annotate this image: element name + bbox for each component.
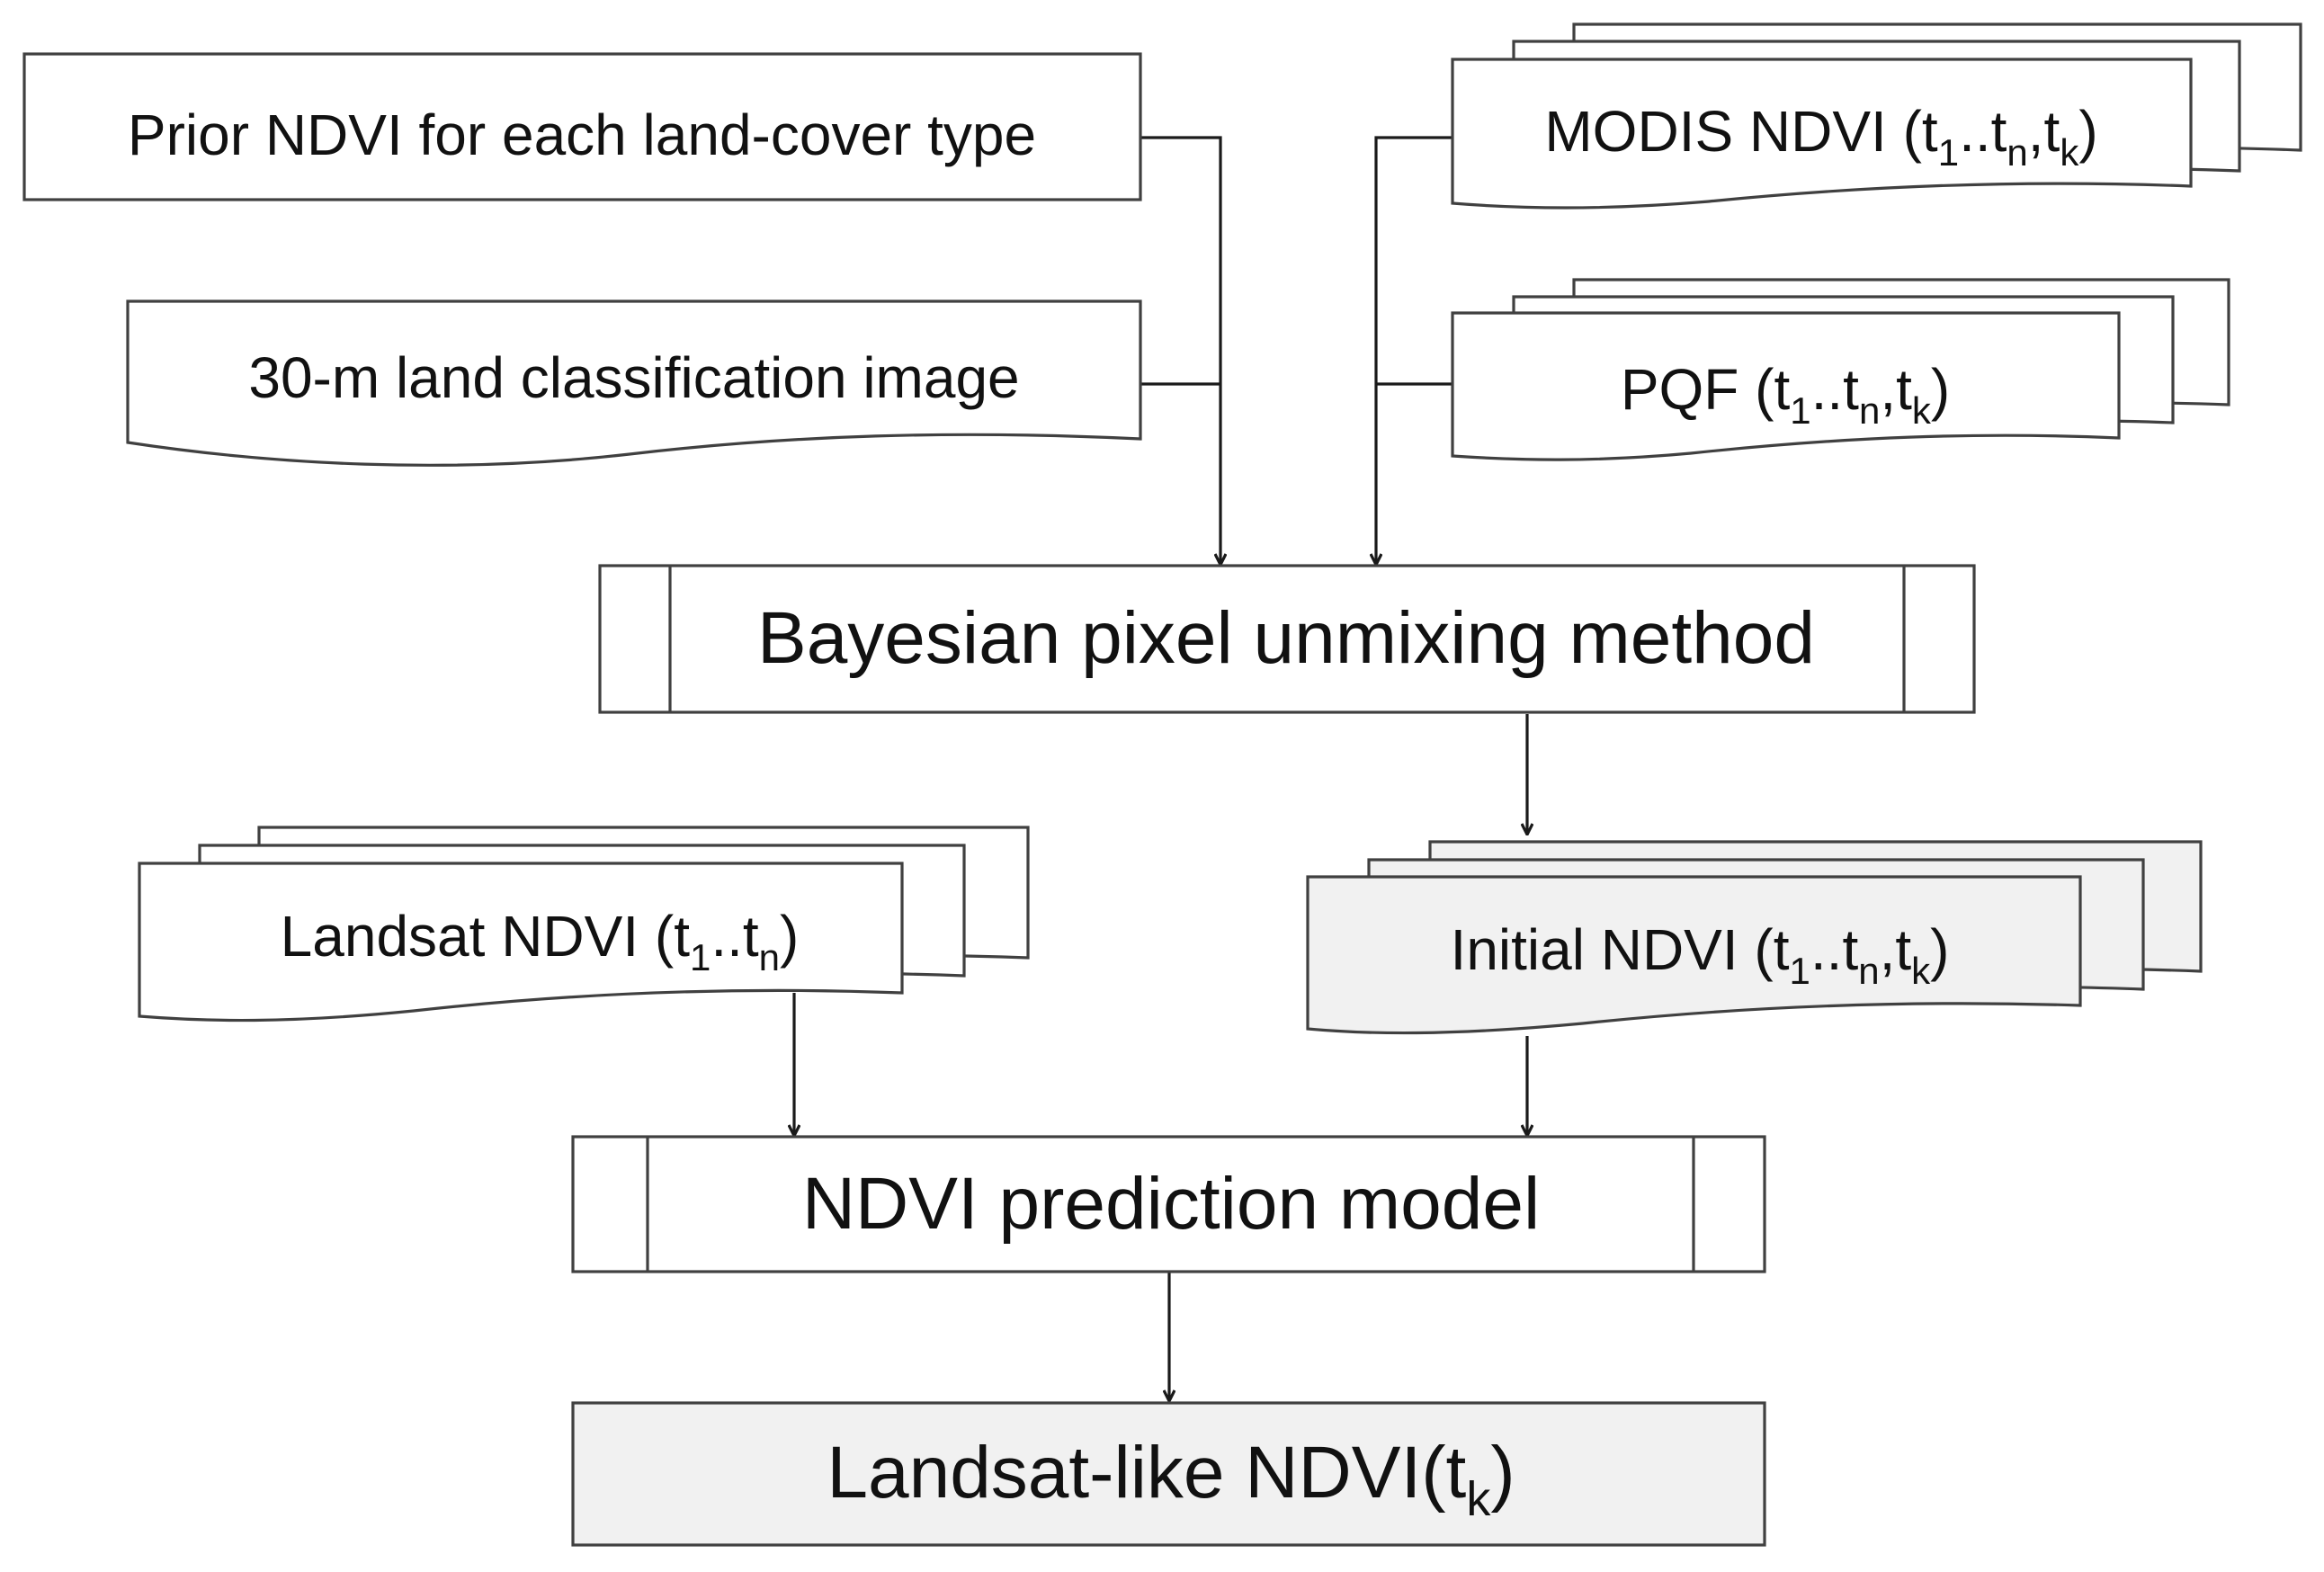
landsat-ndvi-label: Landsat NDVI (t1..tn) — [281, 904, 800, 978]
node-classification: 30-m land classification image — [126, 299, 1142, 467]
bayesian-label: Bayesian pixel unmixing method — [757, 597, 1815, 679]
initial-ndvi-label: Initial NDVI (t1..tn,tk) — [1451, 917, 1950, 992]
pqf-label: PQF (t1..tn,tk) — [1621, 357, 1950, 432]
modis-ndvi-label: MODIS NDVI (t1..tn,tk) — [1544, 99, 2097, 174]
edge-modis-to-bayesian — [1376, 136, 1452, 564]
node-landsat-ndvi: Landsat NDVI (t1..tn) — [138, 826, 1030, 1023]
edge-prior-to-bayesian — [1140, 136, 1220, 564]
prediction-label: NDVI prediction model — [802, 1163, 1540, 1245]
classification-label: 30-m land classification image — [248, 345, 1019, 410]
node-output-ndvi: Landsat-like NDVI(tk) — [571, 1401, 1766, 1547]
output-label: Landsat-like NDVI(tk) — [827, 1432, 1515, 1526]
node-prediction-model: NDVI prediction model — [571, 1135, 1766, 1273]
node-bayesian-method: Bayesian pixel unmixing method — [598, 564, 1976, 714]
node-prior-ndvi: Prior NDVI for each land-cover type — [22, 52, 1142, 201]
node-modis-ndvi: MODIS NDVI (t1..tn,tk) — [1451, 22, 2302, 210]
prior-ndvi-label: Prior NDVI for each land-cover type — [128, 103, 1036, 167]
node-initial-ndvi: Initial NDVI (t1..tn,tk) — [1306, 840, 2203, 1035]
node-pqf: PQF (t1..tn,tk) — [1451, 278, 2230, 461]
